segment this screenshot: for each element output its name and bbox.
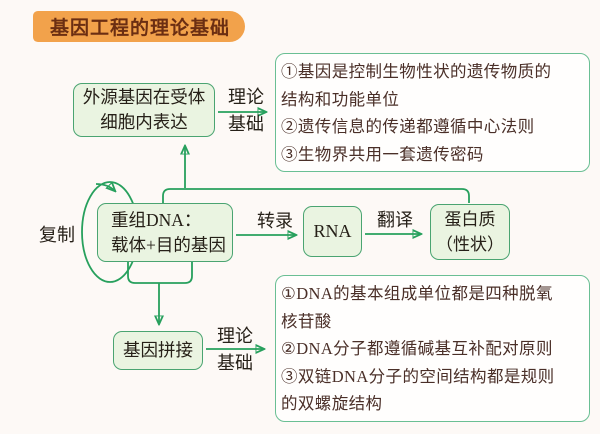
info-box-expression-theory: ①基因是控制生物性状的遗传物质的 结构和功能单位 ②遗传信息的传递都遵循中心法则… (275, 53, 590, 172)
node-text-line: 重组DNA： (111, 209, 202, 230)
edge-label-theory-basis-bottom: 理论 基础 (211, 323, 259, 377)
edge-label-line: 理论 (228, 87, 264, 107)
edge-label-line: 基础 (228, 114, 264, 134)
info-line: ②DNA分子都遵循碱基互补配对原则 (281, 339, 553, 358)
edge-label-transcription: 转录 (257, 211, 293, 231)
info-line: 核苷酸 (281, 311, 332, 331)
edge-label-translation: 翻译 (377, 210, 413, 230)
edge-label-line: 理论 (217, 326, 253, 346)
info-box-splicing-theory: ①DNA的基本组成单位都是四种脱氧 核苷酸 ②DNA分子都遵循碱基互补配对原则 … (275, 275, 590, 422)
node-text-line: 载体+目的基因 (111, 234, 226, 255)
info-line: 结构和功能单位 (281, 89, 400, 109)
info-line: ②遗传信息的传递都遵循中心法则 (281, 117, 535, 136)
node-text-line: RNA (313, 221, 352, 241)
node-recombinant-dna: 重组DNA： 载体+目的基因 (97, 203, 233, 262)
node-text-line: 蛋白质 (444, 210, 496, 229)
info-line: ①DNA的基本组成单位都是四种脱氧 (281, 284, 553, 303)
node-text-line: 基因拼接 (123, 340, 193, 360)
node-rna: RNA (303, 206, 362, 257)
node-text-line: 细胞内表达 (100, 112, 188, 132)
node-protein: 蛋白质 （性状） (430, 204, 510, 260)
connector-splice-bracket (127, 260, 193, 284)
node-text-line: 外源基因在受体 (82, 87, 206, 107)
node-text-line: （性状） (436, 235, 504, 254)
info-line: 的双螺旋结构 (281, 394, 383, 413)
node-gene-splicing: 基因拼接 (113, 331, 203, 370)
info-line: ③双链DNA分子的空间结构都是规则 (281, 366, 555, 386)
page-title: 基因工程的理论基础 (50, 18, 231, 39)
edge-label-replication: 复制 (39, 225, 75, 245)
node-foreign-gene-expression: 外源基因在受体 细胞内表达 (73, 83, 215, 137)
edge-label-line: 基础 (217, 353, 253, 373)
connector-expression-cap (162, 188, 470, 203)
edge-label-theory-basis-top: 理论 基础 (222, 84, 270, 138)
title-banner: 基因工程的理论基础 (33, 11, 245, 42)
info-line: ①基因是控制生物性状的遗传物质的 (281, 62, 552, 81)
replication-loop-arrowhead (95, 184, 115, 191)
info-line: ③生物界共用一套遗传密码 (281, 144, 484, 164)
